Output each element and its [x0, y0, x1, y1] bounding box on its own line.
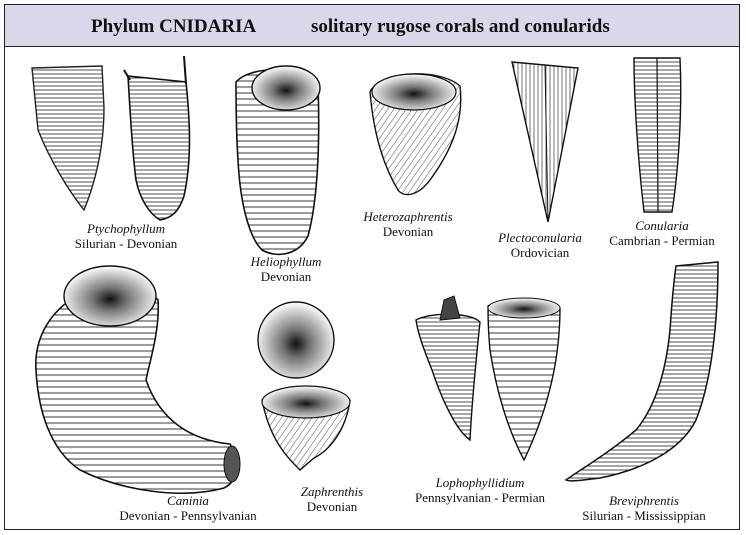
caption-caninia: Caninia Devonian - Pennsylvanian [119, 493, 256, 523]
caption-heliophyllum: Heliophyllum Devonian [251, 254, 322, 284]
genus-name: Plectoconularia [498, 230, 582, 245]
geologic-range: Silurian - Mississippian [582, 508, 706, 523]
caption-lophophyllidium: Lophophyllidium Pennsylvanian - Permian [415, 475, 545, 505]
genus-name: Heliophyllum [250, 254, 322, 269]
genus-name: Breviphrentis [609, 493, 679, 508]
geologic-range: Ordovician [510, 245, 570, 260]
geologic-range: Pennsylvanian - Permian [415, 490, 545, 505]
caption-heterozaphrentis: Heterozaphrentis Devonian [363, 209, 452, 239]
lophophyllidium-illustration [415, 295, 561, 462]
genus-name: Conularia [635, 218, 689, 233]
genus-name: Lophophyllidium [435, 475, 525, 490]
title-banner: Phylum CNIDARIA solitary rugose corals a… [5, 5, 739, 47]
caninia-illustration [35, 265, 241, 494]
zaphrenthis-illustration [257, 301, 351, 471]
plectoconularia-illustration [511, 61, 579, 223]
phylum-title: Phylum CNIDARIA [91, 16, 257, 37]
heterozaphrentis-illustration [369, 73, 462, 196]
geologic-range: Devonian [260, 269, 312, 284]
conularia-illustration [633, 57, 682, 213]
heliophyllum-illustration [235, 65, 321, 256]
ptychophyllum-illustration [31, 55, 191, 221]
caption-ptychophyllum: Ptychophyllum Silurian - Devonian [75, 221, 178, 251]
caption-conularia: Conularia Cambrian - Permian [609, 218, 714, 248]
caption-zaphrenthis: Zaphrenthis Devonian [301, 484, 363, 514]
geologic-range: Devonian [306, 499, 358, 514]
genus-name: Heterozaphrentis [363, 209, 453, 224]
breviphrentis-illustration [564, 261, 719, 482]
geologic-range: Devonian - Pennsylvanian [119, 508, 257, 523]
geologic-range: Cambrian - Permian [609, 233, 715, 248]
genus-name: Caninia [167, 493, 209, 508]
caption-plectoconularia: Plectoconularia Ordovician [498, 230, 582, 260]
plate-subtitle: solitary rugose corals and conularids [311, 16, 610, 37]
geologic-range: Silurian - Devonian [74, 236, 178, 251]
genus-name: Ptychophyllum [87, 221, 165, 236]
geologic-range: Devonian [382, 224, 434, 239]
genus-name: Zaphrenthis [300, 484, 364, 499]
caption-breviphrentis: Breviphrentis Silurian - Mississippian [582, 493, 706, 523]
